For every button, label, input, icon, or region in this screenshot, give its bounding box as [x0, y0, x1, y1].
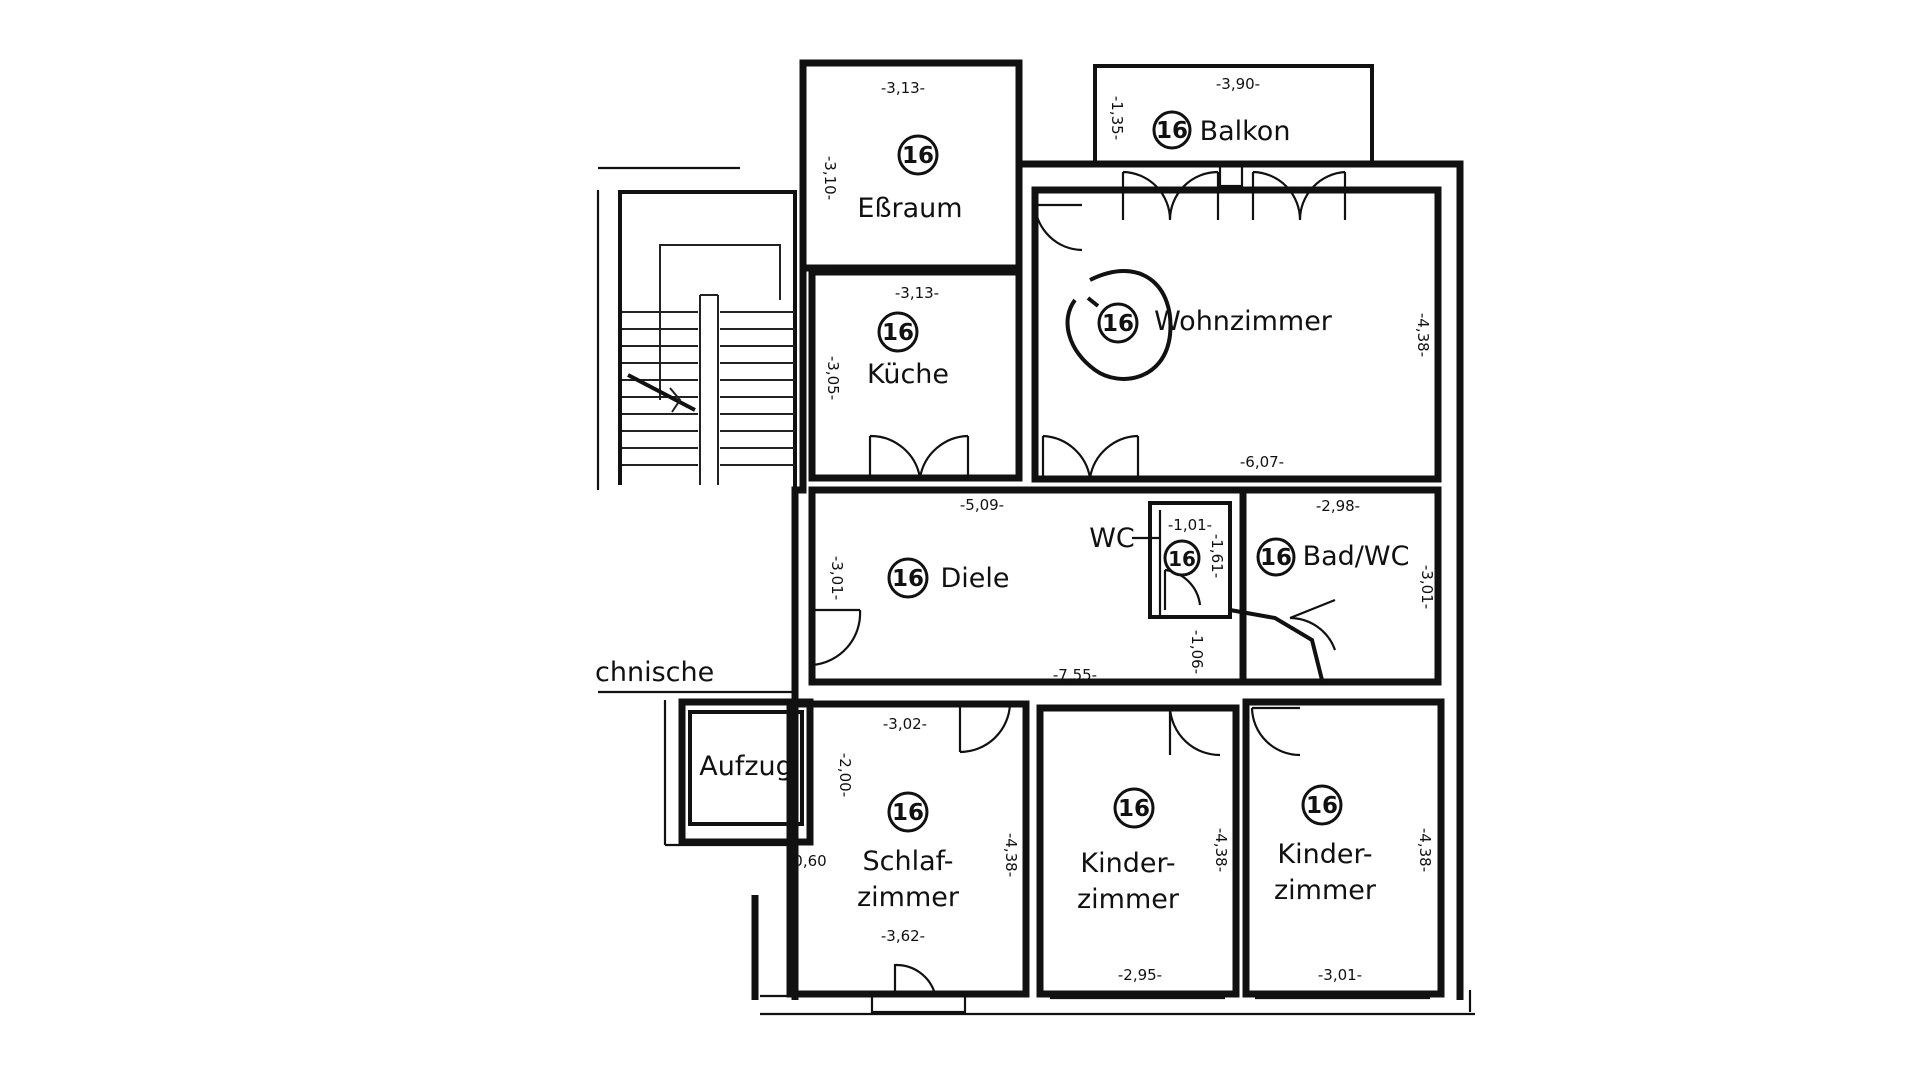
label-kinder-b-1: Kinder- — [1277, 839, 1372, 870]
dim-diele-h: -3,01- — [828, 556, 846, 600]
column-balkon — [1218, 162, 1244, 188]
label-bad-wc: Bad/WC — [1303, 541, 1410, 572]
dim-essraum-w: -3,13- — [881, 79, 925, 97]
label-essraum: Eßraum — [857, 193, 962, 224]
label-wohnzimmer: Wohnzimmer — [1154, 306, 1333, 337]
svg-text:16: 16 — [1306, 793, 1338, 819]
dim-passage: -1,06- — [1188, 630, 1206, 674]
wall-kueche — [808, 268, 1023, 482]
dim-kueche-w: -3,13- — [895, 284, 939, 302]
svg-text:16: 16 — [892, 800, 924, 826]
badge-kinderzimmer-b: 16 — [1301, 784, 1343, 826]
dimensions: -3,13- -3,10- -3,90- -1,35- -3,13- -3,05… — [793, 75, 1436, 984]
dim-balkon-h: -1,35- — [1108, 96, 1126, 140]
door-bad — [1289, 598, 1337, 651]
dim-bad-h: -3,01- — [1418, 565, 1436, 609]
wall-aufzug-inner — [688, 710, 804, 826]
badge-kinderzimmer-a: 16 — [1113, 787, 1155, 829]
dim-kueche-h: -3,05- — [824, 356, 842, 400]
dim-schlaf-side: -2,00- — [836, 753, 854, 797]
door-essraum — [1033, 203, 1083, 252]
windows — [830, 162, 1430, 1000]
badge-bad: 16 — [1256, 537, 1296, 577]
wall-outer-west — [791, 63, 807, 1000]
stair-landing — [659, 244, 781, 400]
dim-kinder-a-w: -2,95- — [1118, 966, 1162, 984]
label-aufzug: Aufzug — [699, 751, 793, 782]
wall-kinderzimmer-b — [1242, 698, 1445, 998]
svg-text:16: 16 — [882, 320, 914, 346]
door-balkon-right — [1251, 170, 1347, 221]
dim-niche: 0,60 — [793, 852, 826, 870]
dim-diele-bottom: -7,55- — [1053, 666, 1097, 684]
label-kinder-b-2: zimmer — [1274, 875, 1377, 906]
stair-arrow-icon — [669, 387, 682, 413]
badge-schlafzimmer: 16 — [887, 791, 929, 833]
dim-essraum-h: -3,10- — [821, 156, 839, 200]
stair-steps — [622, 311, 795, 466]
door-entrance — [811, 608, 862, 667]
wall-stair-hall — [618, 190, 797, 490]
dim-bad-w: -2,98- — [1316, 497, 1360, 515]
door-kinderzimmer-b — [1250, 706, 1301, 757]
door-kinderzimmer-a — [1168, 707, 1221, 757]
label-technische: chnische — [595, 657, 714, 688]
label-balkon: Balkon — [1200, 116, 1291, 147]
dim-balkon-w: -3,90- — [1216, 75, 1260, 93]
door-schlafzimmer-step — [870, 992, 967, 1014]
door-schlafzimmer — [958, 703, 1012, 754]
doors — [811, 170, 1347, 1014]
dim-wohnzimmer-w: -6,07- — [1240, 453, 1284, 471]
stair-cut-line — [627, 373, 696, 412]
badge-diele: 16 — [887, 557, 929, 599]
room-badges: 16 16 16 16 16 16 16 16 16 16 — [877, 110, 1343, 833]
badge-balkon: 16 — [1152, 110, 1192, 150]
svg-text:16: 16 — [1156, 118, 1188, 144]
label-schlaf-2: zimmer — [857, 882, 960, 913]
dim-wc-w: -1,01- — [1168, 516, 1212, 534]
door-schlafzimmer-south — [893, 963, 937, 995]
dim-kinder-b-h: -4,38- — [1416, 828, 1434, 872]
badge-wohnzimmer: 16 — [1097, 302, 1139, 344]
label-kueche: Küche — [867, 359, 949, 390]
dim-schlaf-bottom: -3,62- — [881, 927, 925, 945]
room-labels: Eßraum Balkon Küche Wohnzimmer Diele WC … — [595, 116, 1409, 915]
dim-wohnzimmer-h: -4,38- — [1414, 313, 1432, 357]
badge-wc: 16 — [1163, 539, 1201, 577]
door-wohnzimmer — [1041, 434, 1140, 479]
label-schlaf-1: Schlaf- — [863, 846, 954, 877]
dim-diele-top: -5,09- — [960, 496, 1004, 514]
badge-kueche: 16 — [877, 311, 919, 353]
badge-essraum: 16 — [897, 134, 939, 176]
door-balkon-left — [1121, 170, 1220, 221]
wall-bad — [1239, 486, 1442, 686]
label-kinder-a-1: Kinder- — [1080, 848, 1175, 879]
wall-wohnzimmer — [1031, 186, 1442, 483]
svg-text:16: 16 — [1118, 796, 1150, 822]
svg-text:16: 16 — [892, 566, 924, 592]
wall-aufzug-outer — [678, 698, 814, 846]
dim-kinder-a-h: -4,38- — [1212, 828, 1230, 872]
svg-text:16: 16 — [902, 143, 934, 169]
svg-text:16: 16 — [1260, 545, 1292, 571]
svg-text:16: 16 — [1102, 311, 1134, 337]
wall-outer-east — [1019, 160, 1464, 1000]
dim-kinder-b-w: -3,01- — [1318, 966, 1362, 984]
label-diele: Diele — [940, 563, 1009, 594]
label-kinder-a-2: zimmer — [1077, 884, 1180, 915]
wall-wc — [1148, 501, 1232, 619]
dim-wc-h: -1,61- — [1208, 534, 1226, 578]
label-wc: WC — [1089, 523, 1135, 554]
wall-corridor-angle — [1229, 608, 1324, 681]
dim-schlaf-top: -3,02- — [883, 715, 927, 733]
dim-schlaf-h: -4,38- — [1002, 833, 1020, 877]
circle-mark-icon — [1065, 269, 1173, 381]
wall-kinderzimmer-a — [1036, 704, 1240, 998]
svg-text:16: 16 — [1168, 547, 1196, 571]
staircase — [622, 244, 795, 485]
door-kueche — [868, 434, 970, 479]
